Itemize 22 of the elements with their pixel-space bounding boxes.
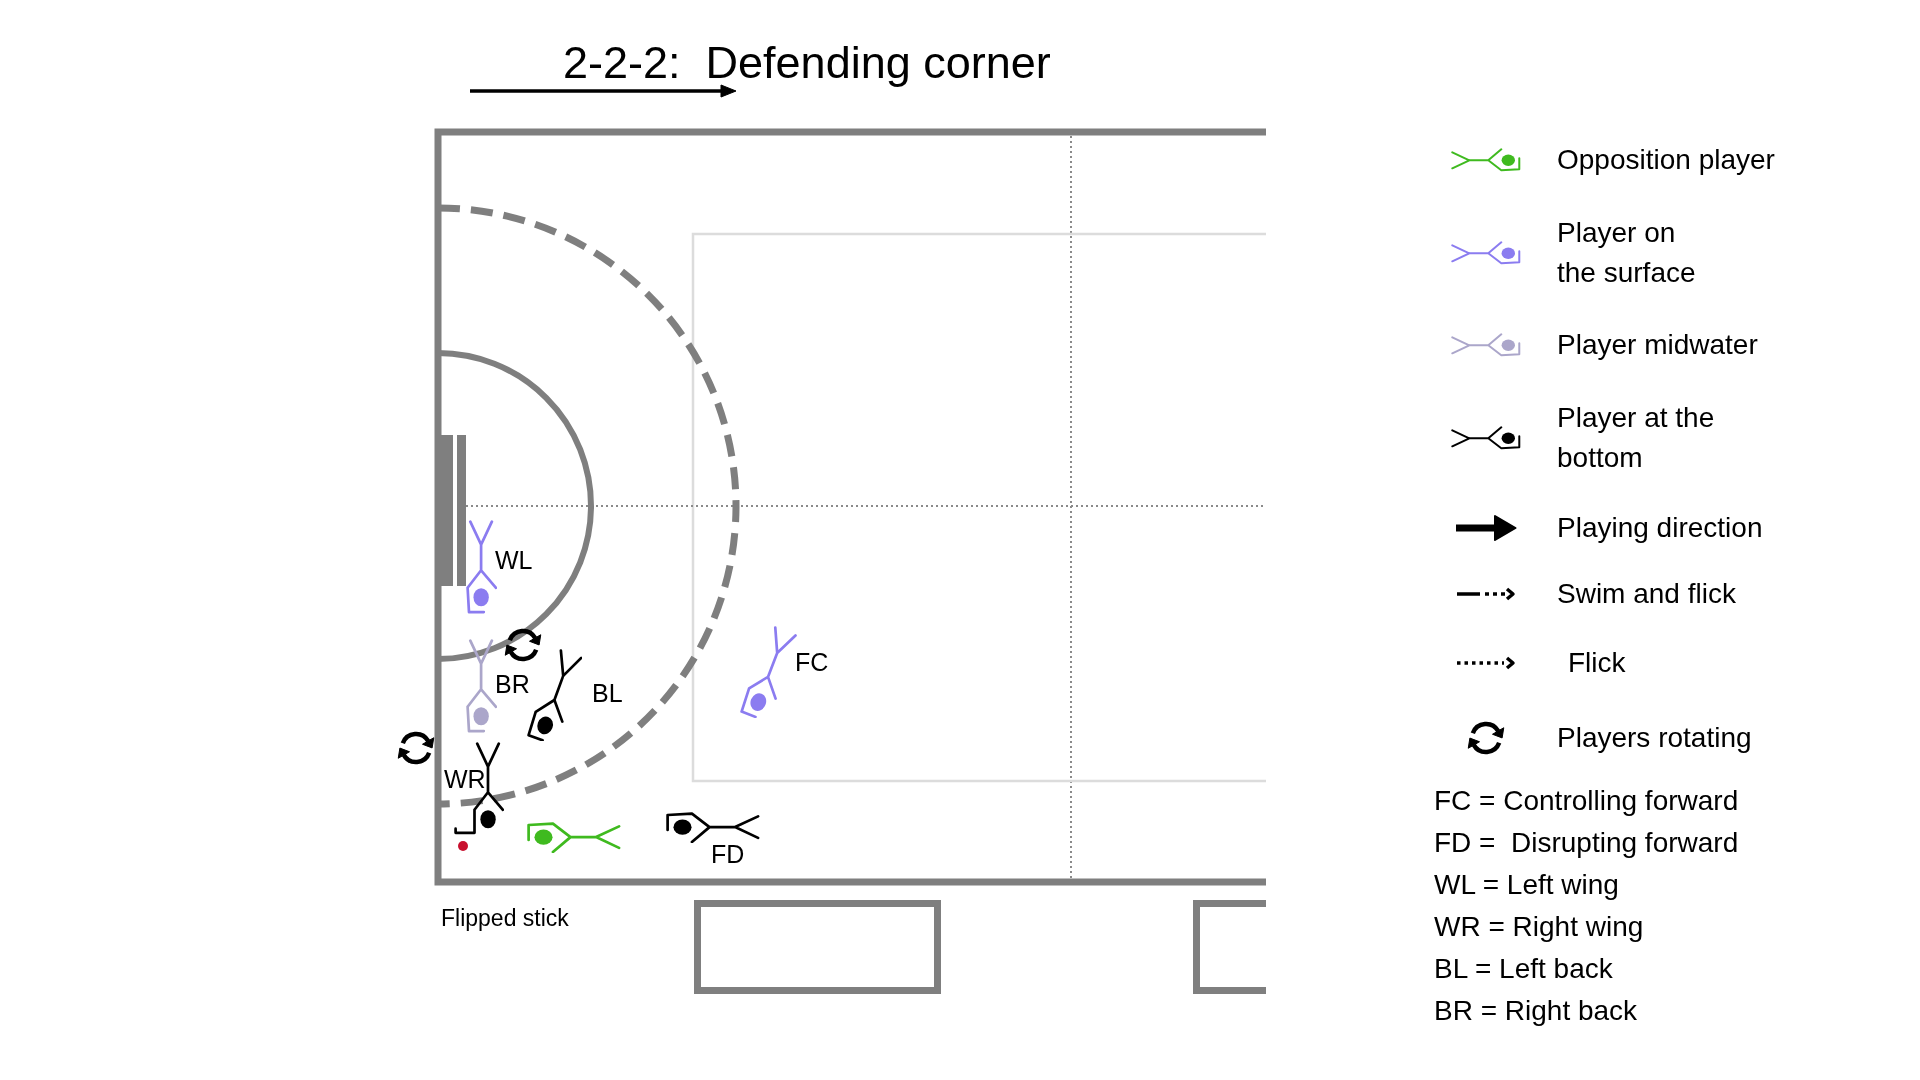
legend-label: Player on the surface bbox=[1557, 216, 1697, 290]
abbreviation-text: FD = Disrupting forward bbox=[1434, 826, 1739, 860]
legend-label: Flick bbox=[1568, 646, 1626, 680]
legend-label: Player at the bottom bbox=[1557, 401, 1716, 475]
position-label: BR bbox=[495, 672, 530, 697]
legend-label: Player midwater bbox=[1557, 328, 1758, 362]
position-label: FD bbox=[711, 842, 745, 867]
diagram-title: 2-2-2: Defending corner bbox=[563, 40, 1051, 85]
legend-label: Playing direction bbox=[1557, 511, 1763, 545]
legend-label: Players rotating bbox=[1557, 721, 1752, 755]
legend-label: Opposition player bbox=[1557, 143, 1775, 177]
abbreviation-text: WR = Right wing bbox=[1434, 910, 1645, 944]
abbreviation-text: FC = Controlling forward bbox=[1434, 784, 1739, 818]
position-label: WR bbox=[444, 767, 486, 792]
abbreviation-text: BR = Right back bbox=[1434, 994, 1639, 1028]
position-label: BL bbox=[592, 681, 623, 706]
position-label: FC bbox=[795, 650, 829, 675]
legend-label: Swim and flick bbox=[1557, 577, 1736, 611]
position-label: WL bbox=[495, 548, 533, 573]
abbreviation-text: WL = Left wing bbox=[1434, 868, 1620, 902]
abbreviation-text: BL = Left back bbox=[1434, 952, 1614, 986]
note-text: Flipped stick bbox=[441, 907, 569, 930]
